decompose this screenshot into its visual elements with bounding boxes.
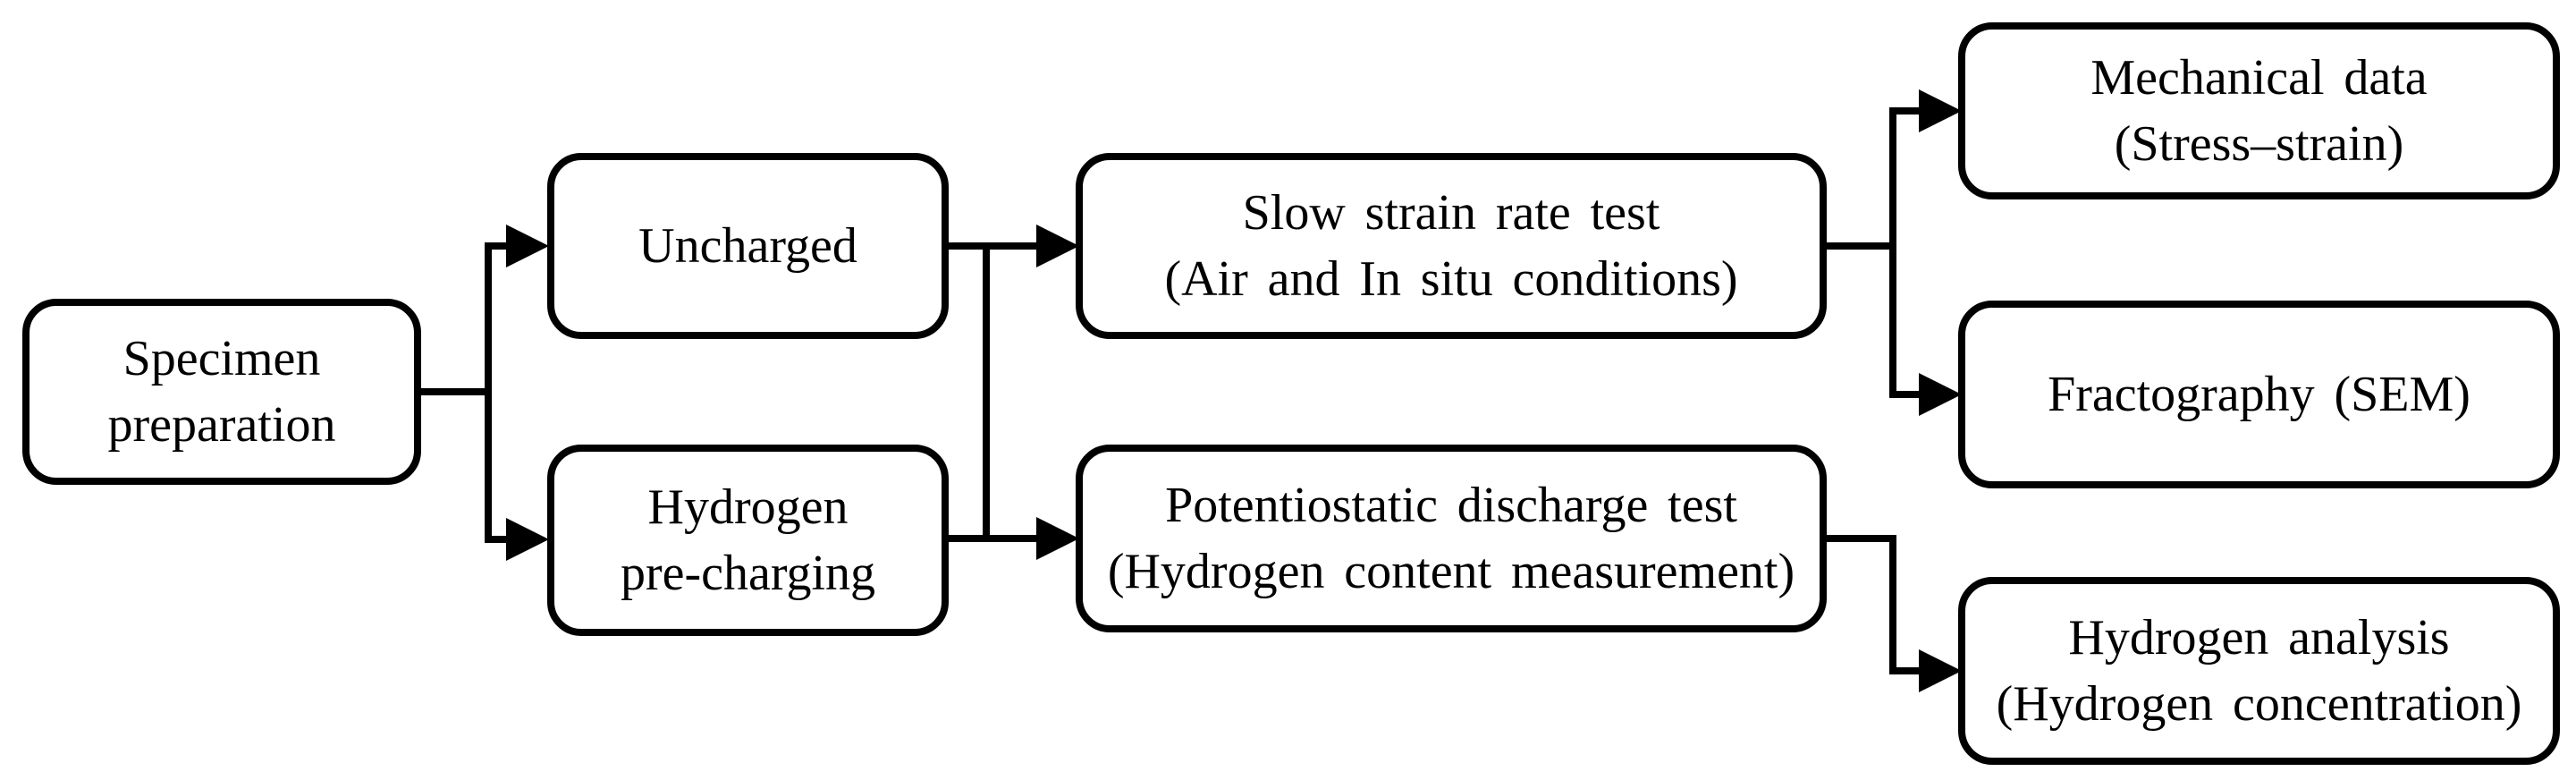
node-mechanical-data: Mechanical data (Stress–strain)	[1958, 22, 2560, 199]
node-hydrogen-analysis: Hydrogen analysis (Hydrogen concentratio…	[1958, 577, 2560, 765]
edge-specimen-to-charge-states	[414, 225, 549, 561]
arrowhead-fractography	[1919, 373, 1962, 416]
node-fractography: Fractography (SEM)	[1958, 301, 2560, 488]
node-label-line: Slow strain rate test	[1242, 185, 1660, 241]
edge-line	[1889, 107, 1924, 398]
node-specimen-preparation: Specimen preparation	[22, 299, 421, 485]
arrowhead-pre-charging	[506, 518, 549, 561]
edge-charge-states-to-tests	[942, 225, 1079, 560]
arrowhead-mechanical-data	[1919, 89, 1962, 132]
node-slow-strain-rate-test: Slow strain rate test (Air and In situ c…	[1076, 153, 1827, 339]
node-label-line: Specimen	[122, 331, 321, 386]
node-label-line: (Air and In situ conditions)	[1164, 251, 1738, 307]
node-label-line: Fractography (SEM)	[2048, 367, 2470, 422]
node-potentiostatic-discharge-test: Potentiostatic discharge test (Hydrogen …	[1076, 445, 1827, 632]
node-label-line: Mechanical data	[2090, 50, 2428, 106]
edge-potentio-to-hydrogen-analysis	[1820, 535, 1962, 692]
node-label-line: (Hydrogen concentration)	[1996, 676, 2522, 732]
node-label-line: Hydrogen analysis	[2068, 610, 2450, 666]
node-label-line: Hydrogen	[647, 479, 849, 535]
node-uncharged: Uncharged	[547, 153, 949, 339]
edge-line	[485, 242, 515, 543]
edge-line	[1820, 535, 1924, 674]
node-label-line: Uncharged	[638, 218, 857, 274]
node-label-line: (Hydrogen content measurement)	[1107, 544, 1795, 599]
arrowhead-potentiostatic-test	[1036, 517, 1079, 560]
arrowhead-uncharged	[506, 225, 549, 267]
node-label-line: Potentiostatic discharge test	[1165, 478, 1737, 533]
node-label-line: pre-charging	[620, 546, 876, 601]
edge-ssrt-to-results	[1820, 89, 1962, 416]
node-label-line: preparation	[107, 397, 336, 453]
arrowhead-slow-strain-rate-test	[1036, 225, 1079, 267]
node-label-line: (Stress–strain)	[2114, 116, 2404, 172]
node-hydrogen-pre-charging: Hydrogen pre-charging	[547, 445, 949, 636]
arrowhead-hydrogen-analysis	[1919, 649, 1962, 692]
